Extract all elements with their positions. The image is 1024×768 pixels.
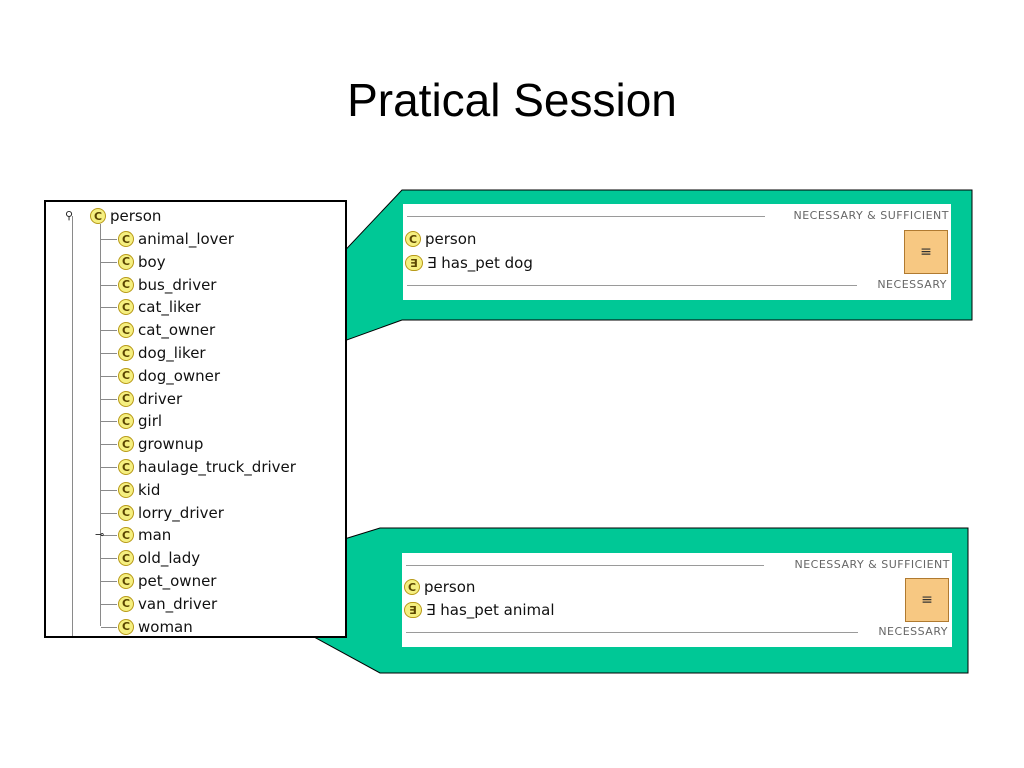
existential-restriction-icon: ∃ [404, 602, 422, 618]
class-icon: C [118, 436, 134, 453]
tree-item-label: driver [138, 389, 183, 408]
condition-restriction-label: ∃ has_pet dog [427, 254, 533, 272]
man-expand-toggle-icon[interactable]: ⊸ [95, 528, 105, 541]
slide-title: Pratical Session [347, 74, 677, 126]
class-description-panel-dog-owner: NECESSARY & SUFFICIENT C person ∃ ∃ has_… [403, 204, 951, 300]
class-icon: C [118, 481, 134, 498]
class-icon: C [118, 595, 134, 612]
root-expand-toggle-icon[interactable]: ⚲ [65, 209, 74, 222]
necessary-sufficient-header: NECESSARY & SUFFICIENT [793, 209, 949, 222]
class-icon: C [118, 390, 134, 407]
tree-item-label: bus_driver [138, 275, 217, 294]
tree-item-label: dog_owner [138, 366, 221, 385]
class-icon: C [118, 459, 134, 475]
class-icon: C [118, 504, 134, 521]
class-icon: C [118, 231, 134, 247]
class-icon: C [118, 276, 134, 293]
condition-class-row[interactable]: C person [405, 229, 476, 249]
tree-item-label: pet_owner [138, 572, 217, 590]
class-icon: C [118, 413, 134, 430]
condition-restriction-row[interactable]: ∃ ∃ has_pet dog [405, 253, 533, 273]
tree-item-label: haulage_truck_driver [138, 458, 296, 476]
class-icon: C [118, 345, 134, 361]
tree-item-person[interactable]: C person [90, 205, 161, 227]
tree-item-label: man [138, 526, 172, 545]
necessary-header: NECESSARY [878, 625, 948, 638]
tree-item-label: grownup [138, 435, 204, 454]
tree-item-label: cat_liker [138, 298, 201, 317]
tree-item-label: girl [138, 412, 163, 431]
tree-item-label: kid [138, 480, 161, 499]
condition-class-label: person [425, 230, 477, 248]
class-icon: C [118, 550, 134, 567]
tree-item-label: boy [138, 252, 166, 271]
tree-item-label: animal_lover [138, 230, 234, 248]
condition-restriction-label: ∃ has_pet animal [426, 601, 555, 619]
class-icon: C [404, 579, 420, 595]
condition-class-label: person [424, 578, 476, 596]
tree-item-label: dog_liker [138, 344, 206, 362]
tree-item-label: cat_owner [138, 321, 216, 340]
equivalent-class-badge[interactable]: ≡ [904, 230, 948, 274]
class-description-panel-pet-owner: NECESSARY & SUFFICIENT C person ∃ ∃ has_… [402, 553, 952, 647]
existential-restriction-icon: ∃ [405, 255, 423, 271]
tree-item-label: van_driver [138, 594, 218, 613]
necessary-header: NECESSARY [877, 278, 947, 291]
tree-item-label: lorry_driver [138, 503, 224, 522]
necessary-sufficient-header: NECESSARY & SUFFICIENT [794, 558, 950, 571]
tree-item-label: person [110, 207, 162, 225]
class-icon: C [118, 527, 134, 544]
tree-item-label: old_lady [138, 549, 201, 568]
class-icon: C [118, 367, 134, 384]
condition-restriction-row[interactable]: ∃ ∃ has_pet animal [404, 600, 555, 620]
class-icon: C [118, 618, 134, 635]
class-icon: C [405, 231, 421, 247]
class-icon: C [118, 322, 134, 339]
condition-class-row[interactable]: C person [404, 577, 475, 597]
equivalent-class-badge[interactable]: ≡ [905, 578, 949, 622]
tree-item-label: woman [138, 617, 193, 636]
class-icon: C [118, 299, 134, 316]
class-icon: C [90, 208, 106, 224]
class-icon: C [118, 573, 134, 589]
class-icon: C [118, 253, 134, 270]
